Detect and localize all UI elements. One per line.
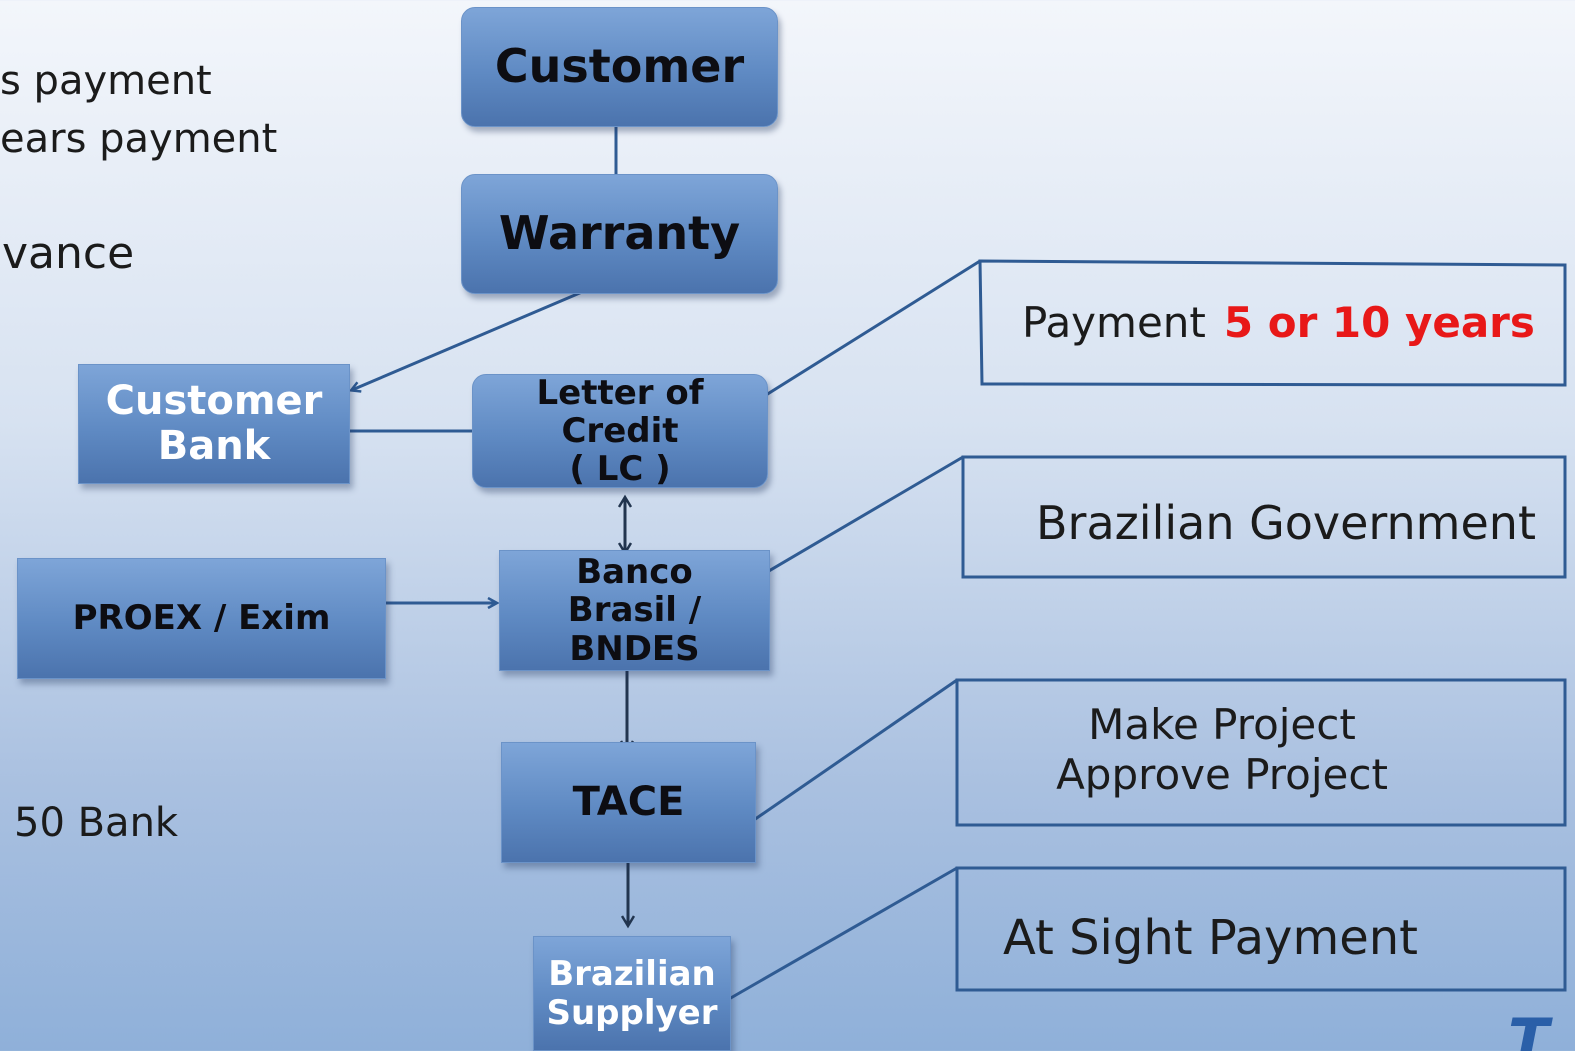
node-customer-bank-line2: Bank xyxy=(157,423,271,469)
node-supplier-line1: Brazilian xyxy=(548,954,716,995)
node-banco-line1: Banco xyxy=(576,552,693,593)
fragment-text-advance: vance xyxy=(2,228,135,279)
callout-government-text: Brazilian Government xyxy=(1036,496,1536,550)
fragment-text-payment: s payment xyxy=(0,58,212,104)
callout-frame-government xyxy=(961,455,1567,579)
callout-payment-label: Payment xyxy=(1022,298,1206,347)
callout-pointer-project xyxy=(721,678,958,844)
node-customer-label: Customer xyxy=(494,39,745,94)
arrow-warranty-to-customer-bank xyxy=(352,273,623,390)
node-letter-of-credit-line2: ( LC ) xyxy=(569,449,671,490)
node-customer-bank-line1: Customer xyxy=(105,378,323,425)
node-tace: TACE xyxy=(501,742,756,863)
callout-pointer-at-sight xyxy=(721,866,958,1005)
node-banco-line2: Brasil / BNDES xyxy=(567,590,702,669)
callout-project-line1: Make Project xyxy=(1088,700,1356,749)
node-tace-label: TACE xyxy=(572,779,685,826)
node-brazilian-supplier: Brazilian Supplyer xyxy=(533,936,731,1051)
callout-frame-at-sight xyxy=(955,866,1567,992)
callout-pointer-government xyxy=(732,455,964,594)
callout-pointer-payment xyxy=(757,259,981,402)
logo-fragment: T xyxy=(1508,1006,1549,1051)
fragment-text-years-payment: ears payment xyxy=(0,116,278,162)
callout-payment-highlight: 5 or 10 years xyxy=(1223,298,1535,347)
node-customer-bank: Customer Bank xyxy=(78,364,350,484)
node-customer: Customer xyxy=(461,7,778,127)
node-proex-exim-label: PROEX / Exim xyxy=(72,598,331,639)
callout-payment-text: Payment 5 or 10 years xyxy=(1022,298,1535,347)
callout-project-text: Make Project Approve Project xyxy=(958,700,1486,801)
node-warranty-label: Warranty xyxy=(498,206,741,261)
node-letter-of-credit-line1: Letter of Credit xyxy=(536,372,704,451)
fragment-text-bank: 50 Bank xyxy=(14,800,179,846)
node-proex-exim: PROEX / Exim xyxy=(17,558,386,679)
node-letter-of-credit: Letter of Credit ( LC ) xyxy=(472,374,768,488)
callout-project-line2: Approve Project xyxy=(1056,750,1388,800)
callout-at-sight-text: At Sight Payment xyxy=(1003,910,1418,966)
node-warranty: Warranty xyxy=(461,174,778,294)
callout-frame-project xyxy=(955,678,1567,827)
callout-frame-payment xyxy=(978,259,1567,387)
node-supplier-line2: Supplyer xyxy=(546,992,718,1033)
node-banco-brasil-bndes: Banco Brasil / BNDES xyxy=(499,550,770,671)
